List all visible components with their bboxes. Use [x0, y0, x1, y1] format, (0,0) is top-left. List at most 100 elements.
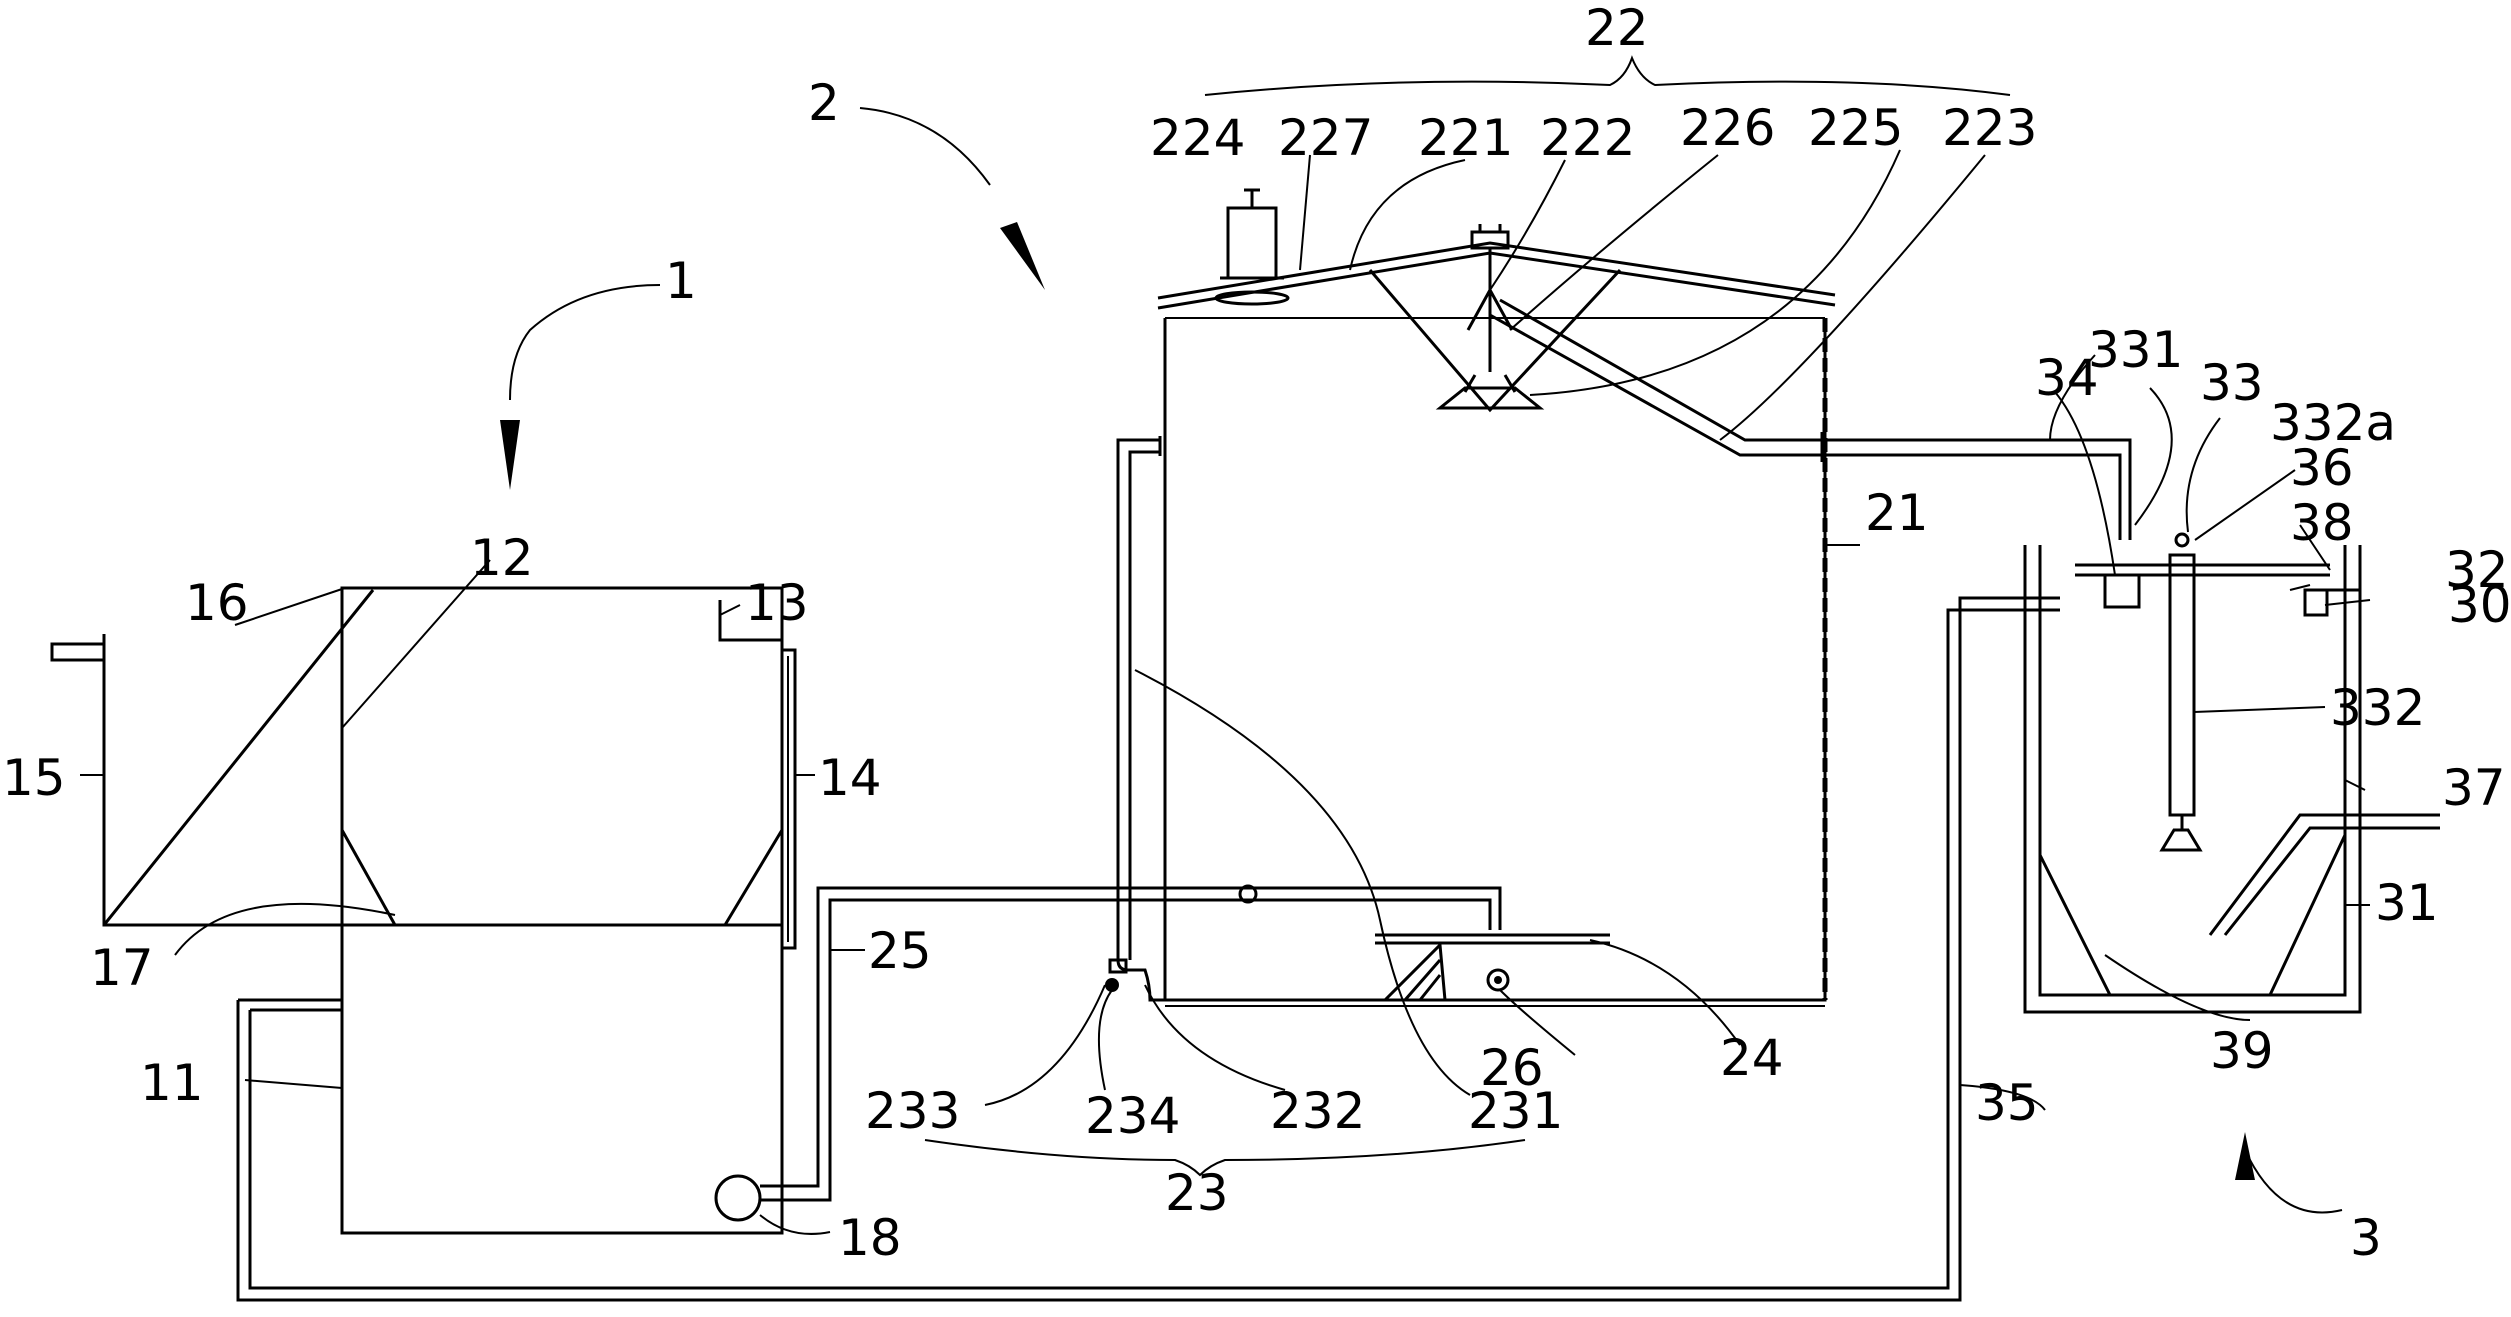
drain-26-core — [1494, 976, 1502, 984]
leader-16 — [234, 587, 346, 626]
label-30: 30 — [2448, 576, 2511, 634]
vent-base — [1214, 290, 1290, 306]
return-pipe-35-inner — [248, 608, 2060, 1290]
riser-231-inner — [1128, 450, 1160, 960]
leader-223 — [1719, 154, 1986, 441]
leader-33 — [2134, 387, 2173, 526]
leader-39 — [2104, 954, 2251, 1021]
leader-24 — [1589, 939, 1741, 1046]
brace-22 — [1204, 55, 2011, 96]
leader-226 — [1509, 154, 1719, 331]
label-332: 332 — [2330, 679, 2425, 737]
label-223: 223 — [1942, 99, 2037, 157]
leader-32 — [2289, 584, 2311, 591]
leader-332a — [2185, 417, 2221, 533]
label-32: 32 — [2445, 541, 2509, 599]
label-22: 22 — [1585, 0, 1649, 57]
leader-225 — [1529, 149, 1901, 396]
drain-26 — [1486, 968, 1510, 992]
label-13: 13 — [745, 574, 809, 632]
distributor-225 — [1435, 386, 1545, 410]
label-1: 1 — [665, 252, 697, 310]
leader-231 — [1134, 669, 1471, 1096]
label-331: 331 — [2088, 321, 2183, 379]
label-38: 38 — [2290, 494, 2354, 552]
label-234: 234 — [1085, 1087, 1180, 1145]
leader-233 — [984, 984, 1106, 1106]
unit-1 — [50, 586, 797, 1235]
tank-21-body — [1163, 318, 1827, 1002]
leader-227 — [1299, 154, 1311, 271]
label-11: 11 — [140, 1054, 204, 1112]
label-26: 26 — [1480, 1039, 1544, 1097]
screen-16 — [102, 589, 375, 926]
label-18: 18 — [838, 1209, 902, 1267]
fitting-30 — [2303, 588, 2329, 617]
leader-222 — [1489, 159, 1566, 291]
leader-13 — [719, 604, 741, 616]
leader-30 — [2324, 599, 2371, 606]
label-221: 221 — [1418, 109, 1513, 167]
column-foot — [2159, 828, 2203, 852]
leader-17 — [174, 902, 396, 956]
weir-13 — [718, 600, 782, 642]
valve-234 — [1105, 978, 1119, 992]
label-31: 31 — [2375, 874, 2439, 932]
leader-35 — [1959, 1084, 2046, 1111]
leader-12 — [341, 559, 491, 729]
arrows — [80, 55, 2371, 1235]
tank-31 — [2023, 545, 2362, 1014]
label-222: 222 — [1540, 109, 1635, 167]
return-pipe-35 — [236, 596, 2060, 1302]
hopper-left — [340, 829, 397, 926]
label-232: 232 — [1270, 1082, 1365, 1140]
brace-23 — [924, 1139, 1526, 1177]
aerator-brace — [1418, 974, 1442, 1001]
leader-26 — [1499, 989, 1576, 1056]
leader-38 — [2299, 524, 2331, 571]
cone-221 — [1368, 268, 1622, 413]
arrow-3-head — [2235, 1132, 2255, 1180]
leader-36 — [2194, 469, 2296, 541]
arrow-1-head — [500, 420, 520, 490]
label-227: 227 — [1278, 109, 1373, 167]
leader-37 — [2344, 779, 2366, 791]
label-233: 233 — [865, 1082, 960, 1140]
valve-36 — [2174, 532, 2190, 548]
leader-234 — [1097, 989, 1113, 1091]
roof-227-upper — [1157, 241, 1836, 300]
label-39: 39 — [2210, 1022, 2274, 1080]
leader-232 — [1144, 984, 1286, 1091]
label-24: 24 — [1720, 1029, 1784, 1087]
label-25: 25 — [868, 922, 932, 980]
label-231: 231 — [1468, 1082, 1563, 1140]
label-23: 23 — [1165, 1164, 1229, 1222]
pipe-37 — [2208, 813, 2440, 936]
label-15: 15 — [2, 749, 66, 807]
unit-2 — [760, 188, 2132, 1202]
feed-valve — [1238, 884, 1258, 904]
leader-221 — [1349, 159, 1466, 271]
box-34 — [2103, 573, 2141, 609]
label-33: 33 — [2200, 354, 2264, 412]
label-3: 3 — [2350, 1209, 2382, 1267]
leader-18 — [759, 1214, 831, 1235]
label-17: 17 — [90, 939, 154, 997]
labels: 1 2 3 12 16 13 14 15 17 11 18 25 22 224 … — [2, 0, 2511, 1267]
tank-11-body — [340, 586, 784, 1235]
valve-233 — [1108, 958, 1128, 974]
label-35: 35 — [1975, 1074, 2039, 1132]
feed-pipe-25 — [760, 898, 1492, 1202]
arrow-3-curve — [2244, 1149, 2343, 1214]
label-224: 224 — [1150, 109, 1245, 167]
label-14: 14 — [818, 749, 882, 807]
arm-226-left — [1466, 289, 1492, 331]
pipe-37-inner — [2223, 826, 2440, 936]
unit-3 — [2023, 532, 2440, 1014]
leader-34 — [2054, 391, 2116, 576]
label-2: 2 — [808, 74, 840, 132]
label-37: 37 — [2442, 759, 2506, 817]
leader-11 — [244, 1079, 343, 1089]
feed-pipe-25-inner — [760, 886, 1502, 1188]
